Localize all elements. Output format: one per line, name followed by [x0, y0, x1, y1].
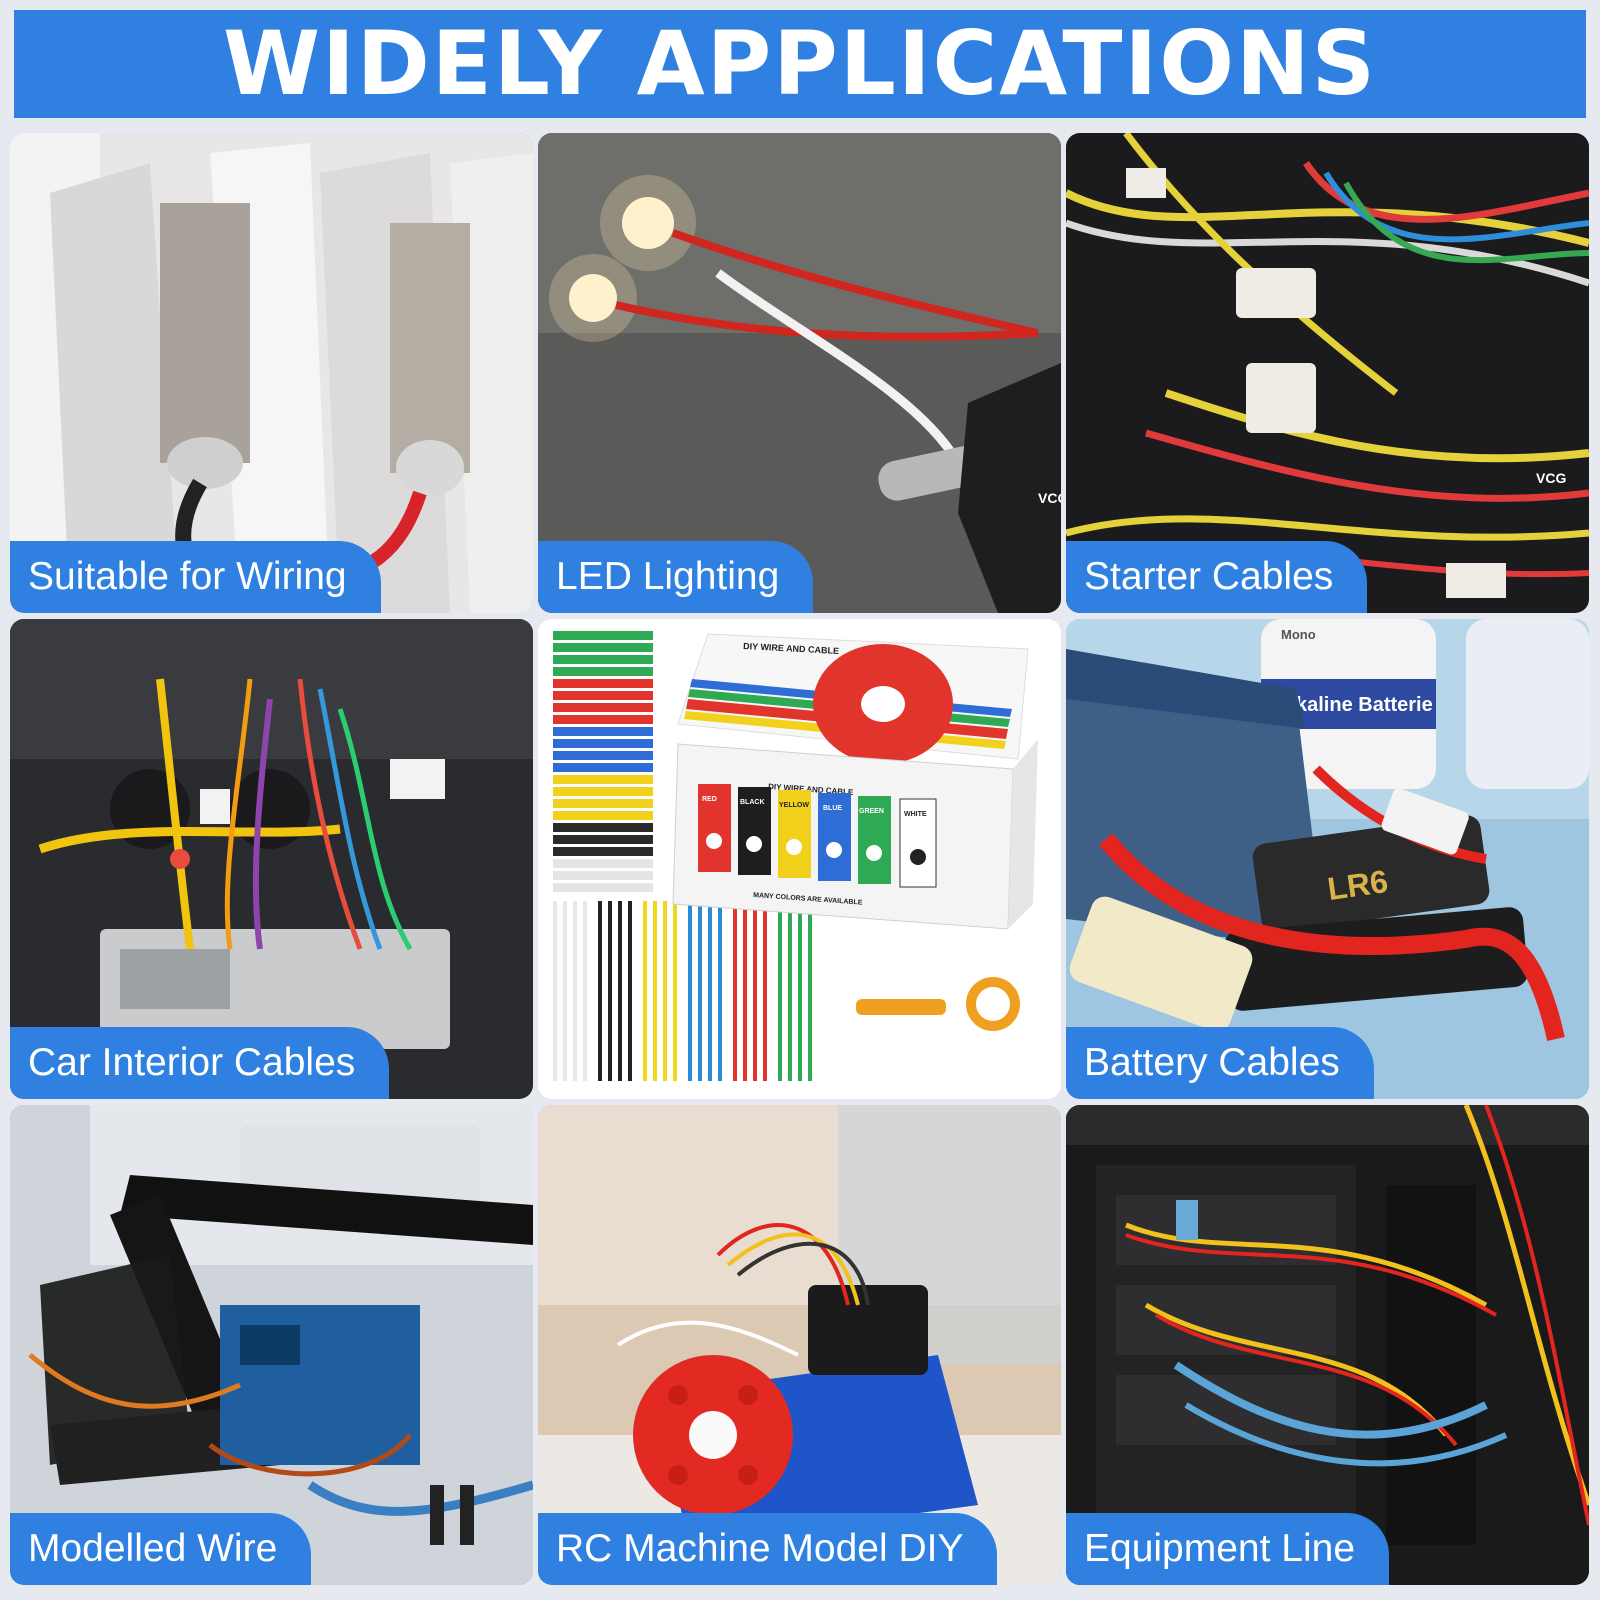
svg-text:LR6: LR6: [1325, 863, 1390, 907]
tile-suitable-for-wiring: Suitable for Wiring: [10, 133, 533, 613]
svg-text:RED: RED: [702, 796, 717, 803]
product-box-illustration: DIY WIRE AND CABLE DIY WIRE AND CABLE RE…: [538, 619, 1061, 1099]
tile-caption: Suitable for Wiring: [10, 541, 381, 613]
page-title: WIDELY APPLICATIONS: [222, 12, 1378, 115]
robot-arm-photo: [10, 1105, 533, 1585]
svg-text:BLACK: BLACK: [740, 799, 765, 806]
svg-text:VCG: VCG: [1038, 490, 1061, 506]
wire-stripper-icon: [856, 977, 1020, 1031]
svg-text:Alkaline Batterie: Alkaline Batterie: [1276, 694, 1433, 716]
pc-case-photo: [1066, 1105, 1589, 1585]
tile-product-box: DIY WIRE AND CABLE DIY WIRE AND CABLE RE…: [538, 619, 1061, 1099]
starter-cables-photo: VCG: [1066, 133, 1589, 613]
tile-car-interior-cables: Car Interior Cables: [10, 619, 533, 1099]
svg-text:BLUE: BLUE: [823, 805, 842, 812]
tile-caption: Car Interior Cables: [10, 1027, 390, 1099]
svg-text:VCG: VCG: [1536, 470, 1566, 486]
tile-caption: Modelled Wire: [10, 1513, 312, 1585]
tile-battery-cables: Alkaline Batterie Mono LR6 Battery Cable…: [1066, 619, 1589, 1099]
svg-text:GREEN: GREEN: [859, 808, 884, 815]
tile-caption: Equipment Line: [1066, 1513, 1390, 1585]
tile-modelled-wire: Modelled Wire: [10, 1105, 533, 1585]
svg-text:WHITE: WHITE: [904, 811, 927, 818]
cable-ties: [553, 901, 812, 1081]
led-lighting-photo: VCG: [538, 133, 1061, 613]
tile-caption: LED Lighting: [538, 541, 814, 613]
svg-text:Mono: Mono: [1281, 627, 1316, 642]
tile-caption: Battery Cables: [1066, 1027, 1374, 1099]
tile-caption: RC Machine Model DIY: [538, 1513, 998, 1585]
car-interior-photo: [10, 619, 533, 1099]
svg-text:YELLOW: YELLOW: [779, 802, 809, 809]
heat-shrink-strips: [553, 631, 653, 892]
battery-cables-photo: Alkaline Batterie Mono LR6: [1066, 619, 1589, 1099]
tile-rc-machine-model-diy: RC Machine Model DIY: [538, 1105, 1061, 1585]
tile-starter-cables: VCG Starter Cables: [1066, 133, 1589, 613]
header-banner: WIDELY APPLICATIONS: [14, 10, 1586, 118]
tile-led-lighting: VCG LED Lighting: [538, 133, 1061, 613]
tile-equipment-line: Equipment Line: [1066, 1105, 1589, 1585]
color-panels: RED BLACK YELLOW BLUE GREEN WHITE: [698, 784, 937, 888]
tile-caption: Starter Cables: [1066, 541, 1368, 613]
